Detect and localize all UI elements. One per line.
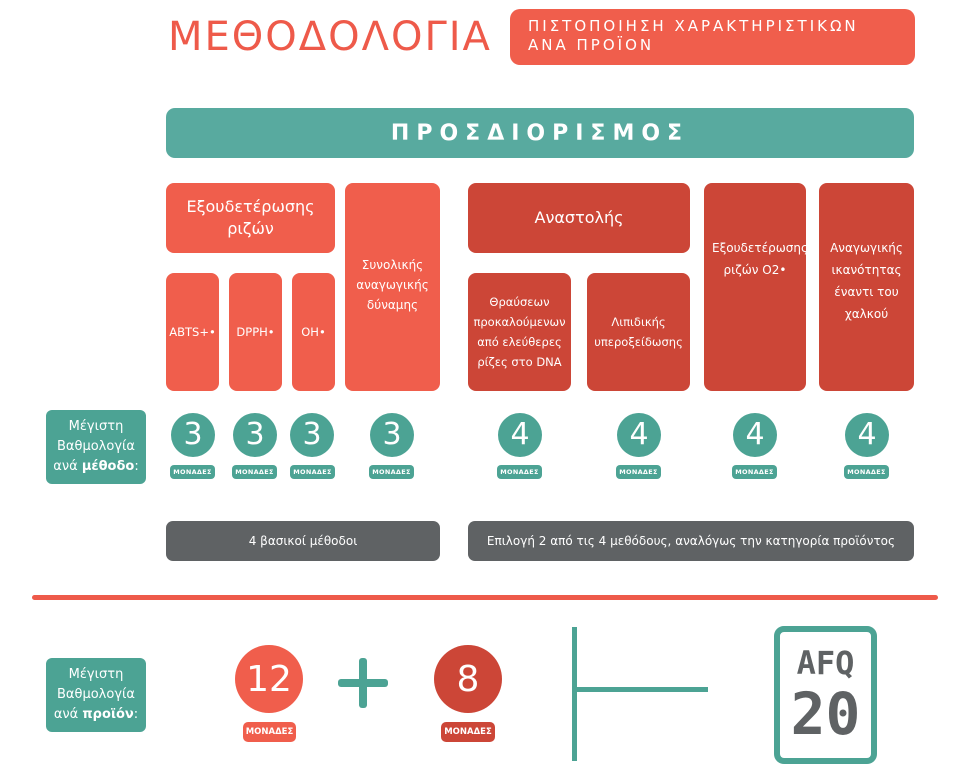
score-circle-abts: 3 bbox=[171, 413, 215, 457]
product-label-bold: προϊόν bbox=[82, 707, 134, 722]
score-label-prefix: ανά bbox=[53, 459, 82, 474]
logo-line-1: AFQ bbox=[796, 644, 855, 682]
method-dpph: DPPH• bbox=[229, 273, 282, 391]
score-unit-superoxide: ΜΟΝΑΔΕΣ bbox=[732, 465, 777, 479]
choice-score-circle: 8 bbox=[434, 645, 502, 713]
method-dna-breaks: Θραύσεων προκαλούμενων από ελεύθερες ρίζ… bbox=[468, 273, 571, 391]
score-unit-abts: ΜΟΝΑΔΕΣ bbox=[170, 465, 215, 479]
score-circle-lipid: 4 bbox=[617, 413, 661, 457]
section-divider bbox=[32, 595, 938, 600]
page-title: ΜΕΘΟΔΟΛΟΓΙΑ bbox=[168, 14, 492, 60]
choice-score-unit: ΜΟΝΑΔΕΣ bbox=[441, 722, 495, 742]
score-label-line-1: Μέγιστη bbox=[68, 419, 124, 434]
score-unit-dna: ΜΟΝΑΔΕΣ bbox=[497, 465, 542, 479]
score-label-suffix: : bbox=[134, 459, 139, 474]
subtitle-line-2: ΑΝΑ ΠΡΟΪΟΝ bbox=[528, 36, 655, 54]
subtitle-line-1: ΠΙΣΤΟΠΟΙΗΣΗ ΧΑΡΑΚΤΗΡΙΣΤΙΚΩΝ bbox=[528, 17, 859, 35]
score-unit-total-reducing: ΜΟΝΑΔΕΣ bbox=[369, 465, 414, 479]
plus-icon bbox=[338, 658, 388, 708]
optional-methods-bar: Επιλογή 2 από τις 4 μεθόδους, αναλόγως τ… bbox=[468, 521, 914, 561]
subtitle-banner: ΠΙΣΤΟΠΟΙΗΣΗ ΧΑΡΑΚΤΗΡΙΣΤΙΚΩΝ ΑΝΑ ΠΡΟΪΟΝ bbox=[510, 9, 915, 65]
score-circle-oh: 3 bbox=[290, 413, 334, 457]
basic-score-unit: ΜΟΝΑΔΕΣ bbox=[243, 722, 296, 742]
category-superoxide-neutralization: Εξουδετέρωσης ριζών O2• bbox=[704, 183, 808, 391]
max-score-per-product-label: Μέγιστη Βαθμολογία ανά προϊόν: bbox=[46, 658, 146, 732]
product-label-suffix: : bbox=[133, 707, 139, 722]
score-unit-oh: ΜΟΝΑΔΕΣ bbox=[290, 465, 335, 479]
score-unit-lipid: ΜΟΝΑΔΕΣ bbox=[616, 465, 661, 479]
score-circle-dna: 4 bbox=[498, 413, 542, 457]
score-circle-dpph: 3 bbox=[233, 413, 277, 457]
max-score-per-method-label: Μέγιστη Βαθμολογία ανά μέθοδο: bbox=[46, 410, 146, 484]
product-label-line-1: Μέγιστη bbox=[68, 667, 124, 682]
subtitle-text: ΠΙΣΤΟΠΟΙΗΣΗ ΧΑΡΑΚΤΗΡΙΣΤΙΚΩΝ ΑΝΑ ΠΡΟΪΟΝ bbox=[528, 9, 897, 55]
product-label-prefix: ανά bbox=[53, 707, 83, 722]
method-abts: ABTS+• bbox=[166, 273, 219, 391]
total-bracket bbox=[572, 627, 708, 761]
category-radical-neutralization: Εξουδετέρωσης ριζών bbox=[166, 183, 335, 253]
score-circle-total-reducing: 3 bbox=[370, 413, 414, 457]
logo-line-2: 20 bbox=[790, 680, 861, 748]
category-total-reducing-power: Συνολικής αναγωγικής δύναμης bbox=[345, 183, 440, 391]
category-copper-reducing: Αναγωγικής ικανότητας έναντι του χαλκού bbox=[819, 183, 914, 391]
method-oh: OH• bbox=[292, 273, 335, 391]
score-label-line-2: Βαθμολογία bbox=[57, 439, 135, 454]
score-unit-copper: ΜΟΝΑΔΕΣ bbox=[844, 465, 889, 479]
basic-methods-bar: 4 βασικοί μέθοδοι bbox=[166, 521, 440, 561]
score-label-line-3: ανά μέθοδο: bbox=[53, 457, 138, 477]
determination-bar: ΠΡΟΣΔΙΟΡΙΣΜΟΣ bbox=[166, 108, 914, 158]
score-circle-copper: 4 bbox=[845, 413, 889, 457]
product-label-line-3: ανά προϊόν: bbox=[54, 705, 138, 725]
score-unit-dpph: ΜΟΝΑΔΕΣ bbox=[232, 465, 277, 479]
score-label-bold: μέθοδο bbox=[81, 459, 135, 474]
category-inhibition: Αναστολής bbox=[468, 183, 690, 253]
afq20-logo: AFQ 20 bbox=[774, 626, 877, 764]
basic-score-circle: 12 bbox=[235, 645, 303, 713]
method-lipid-peroxidation: Λιπιδικής υπεροξείδωσης bbox=[587, 273, 690, 391]
product-label-line-2: Βαθμολογία bbox=[57, 687, 135, 702]
score-circle-superoxide: 4 bbox=[733, 413, 777, 457]
